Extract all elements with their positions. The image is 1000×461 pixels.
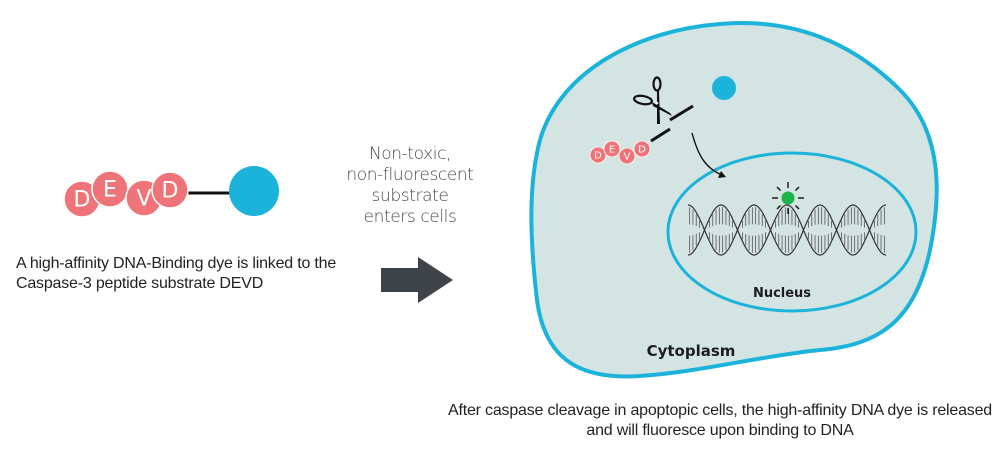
amino-acid-bead — [151, 171, 189, 209]
substrate-entry-label: Non-toxic, non-fluorescent substrate ent… — [340, 144, 480, 228]
cytoplasm-label: Cytoplasm — [647, 342, 736, 360]
cell-membrane — [529, 21, 939, 379]
dna-strand — [687, 204, 887, 256]
amino-acid-letter: D — [594, 151, 602, 162]
fluorescence-burst-icon — [772, 182, 804, 214]
substrate-description: A high-affinity DNA-Binding dye is linke… — [16, 255, 337, 292]
dna-strand — [687, 204, 887, 256]
cleaved-dye-bond — [669, 104, 694, 122]
released-dye-circle — [712, 76, 736, 100]
cleaved-peptide-bond — [650, 127, 671, 143]
dna-helix-icon — [687, 204, 887, 256]
amino-acid-letter: D — [74, 188, 91, 213]
amino-acid-bead — [633, 140, 651, 158]
cleavage-description: After caspase cleavage in apoptopic cell… — [447, 402, 993, 439]
amino-acid-letter: D — [162, 179, 179, 204]
amino-acid-bead — [603, 140, 621, 158]
amino-acid-letter: V — [624, 152, 631, 163]
cleaved-peptide-devd: DEVD — [589, 140, 651, 165]
amino-acid-letter: E — [103, 178, 117, 203]
entry-line: Non-toxic, — [368, 144, 452, 164]
amino-acid-letter: E — [609, 145, 615, 156]
amino-acid-bead — [618, 147, 636, 165]
cell: DEVD Nuc — [529, 21, 939, 379]
amino-acid-letter: D — [638, 145, 646, 156]
nucleus-membrane — [666, 151, 918, 313]
dna-dye-circle — [229, 166, 279, 216]
entry-line: enters cells — [363, 207, 457, 227]
nucleus-label: Nucleus — [753, 286, 811, 301]
arrow-right-icon — [381, 257, 453, 303]
entry-line: substrate — [371, 186, 449, 206]
transport-arrowhead — [718, 171, 726, 178]
scissors-icon — [633, 76, 672, 124]
amino-acid-letter: V — [136, 187, 151, 212]
amino-acid-bead — [589, 146, 607, 164]
entry-line: non-fluorescent — [346, 165, 474, 185]
transport-arrow — [691, 132, 723, 176]
